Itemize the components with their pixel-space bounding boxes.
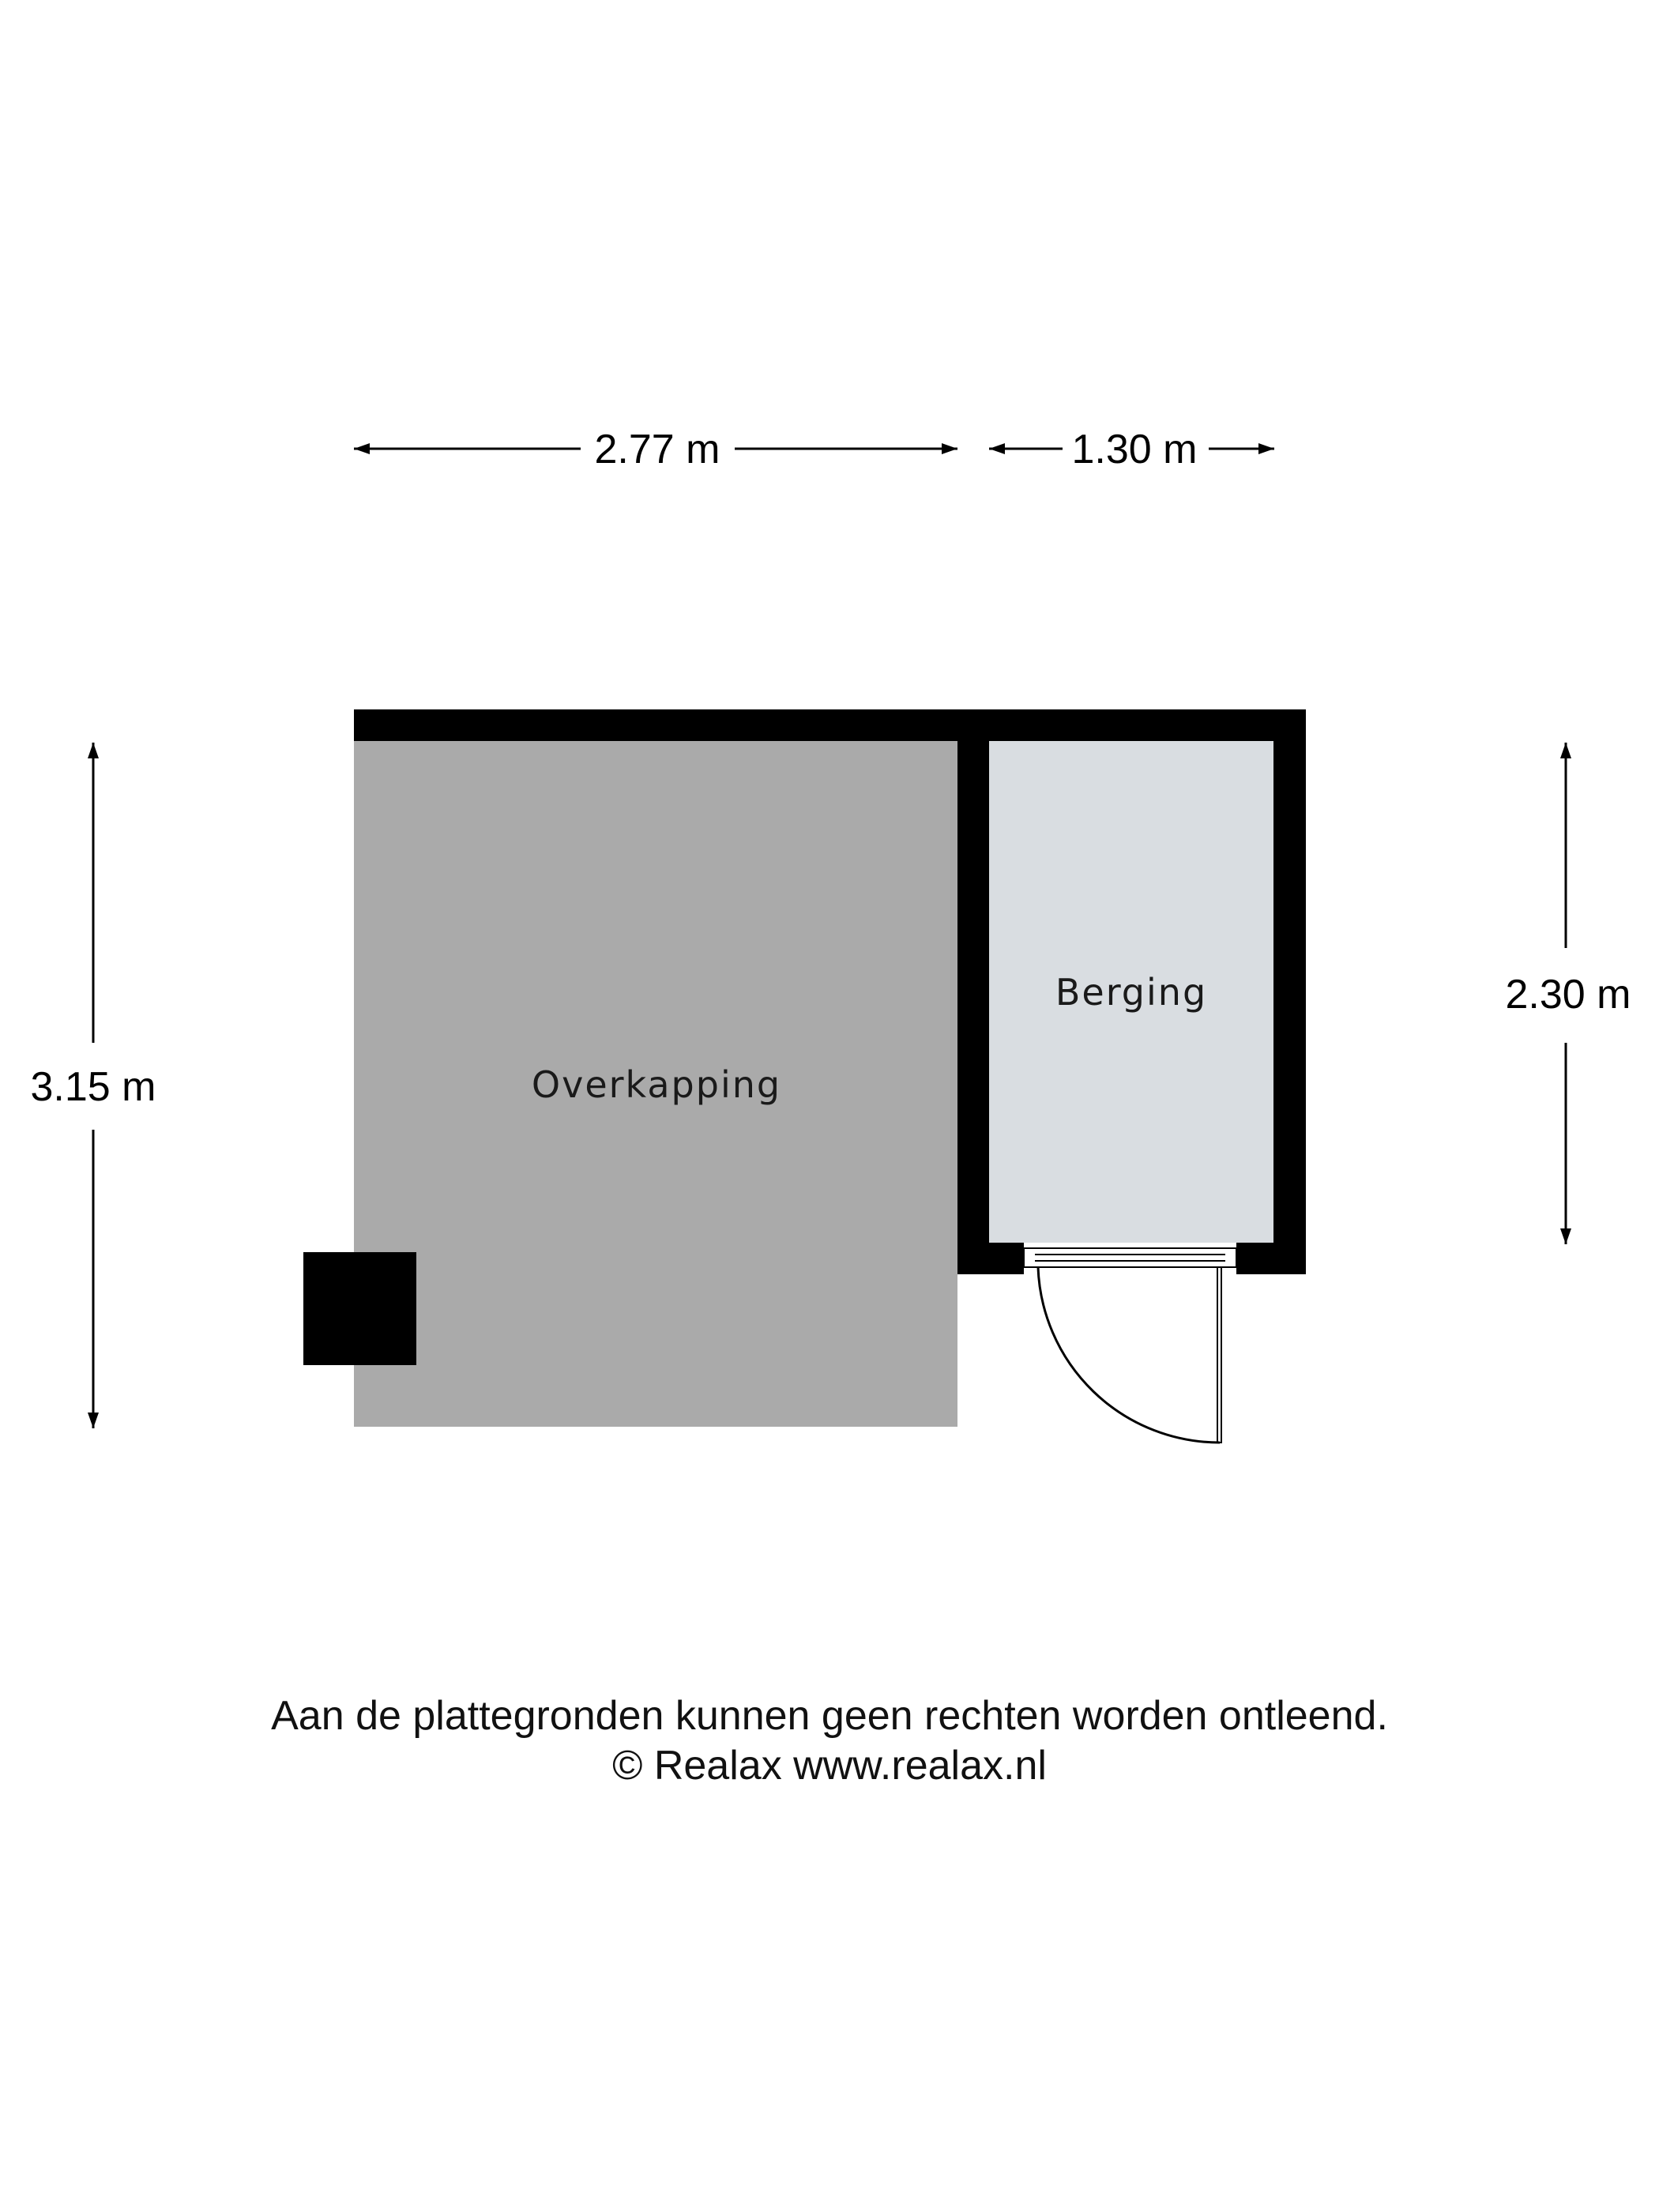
overkapping-area <box>354 741 957 1427</box>
column-block <box>303 1252 416 1365</box>
dimension-right-label: 2.30 m <box>1506 972 1631 1018</box>
wall-bottom-right-stub <box>1236 1243 1306 1274</box>
room-label-berging: Berging <box>1055 971 1207 1014</box>
dimension-top-right-label: 1.30 m <box>1072 427 1198 472</box>
dimension-top-left-label: 2.77 m <box>595 427 720 472</box>
copyright-text: © Realax www.realax.nl <box>612 1743 1047 1789</box>
dimension-top-left: 2.77 m <box>354 427 957 472</box>
berging-area <box>989 741 1273 1243</box>
wall-top <box>354 709 1306 741</box>
door-swing <box>1036 1266 1222 1444</box>
wall-middle <box>957 709 989 1274</box>
disclaimer-text: Aan de plattegronden kunnen geen rechten… <box>271 1693 1388 1739</box>
door-frame <box>1023 1247 1237 1268</box>
door-leaf <box>1217 1266 1222 1443</box>
door-arc <box>1036 1266 1221 1444</box>
dimension-top-right: 1.30 m <box>989 427 1274 472</box>
walls <box>354 709 1306 1274</box>
dimension-left-label: 3.15 m <box>31 1064 156 1110</box>
room-label-overkapping: Overkapping <box>532 1063 781 1106</box>
wall-right <box>1273 709 1306 1274</box>
dimension-right: 2.30 m <box>1506 743 1631 1244</box>
wall-bottom-left-stub <box>957 1243 1024 1274</box>
dimension-left: 3.15 m <box>31 743 156 1428</box>
